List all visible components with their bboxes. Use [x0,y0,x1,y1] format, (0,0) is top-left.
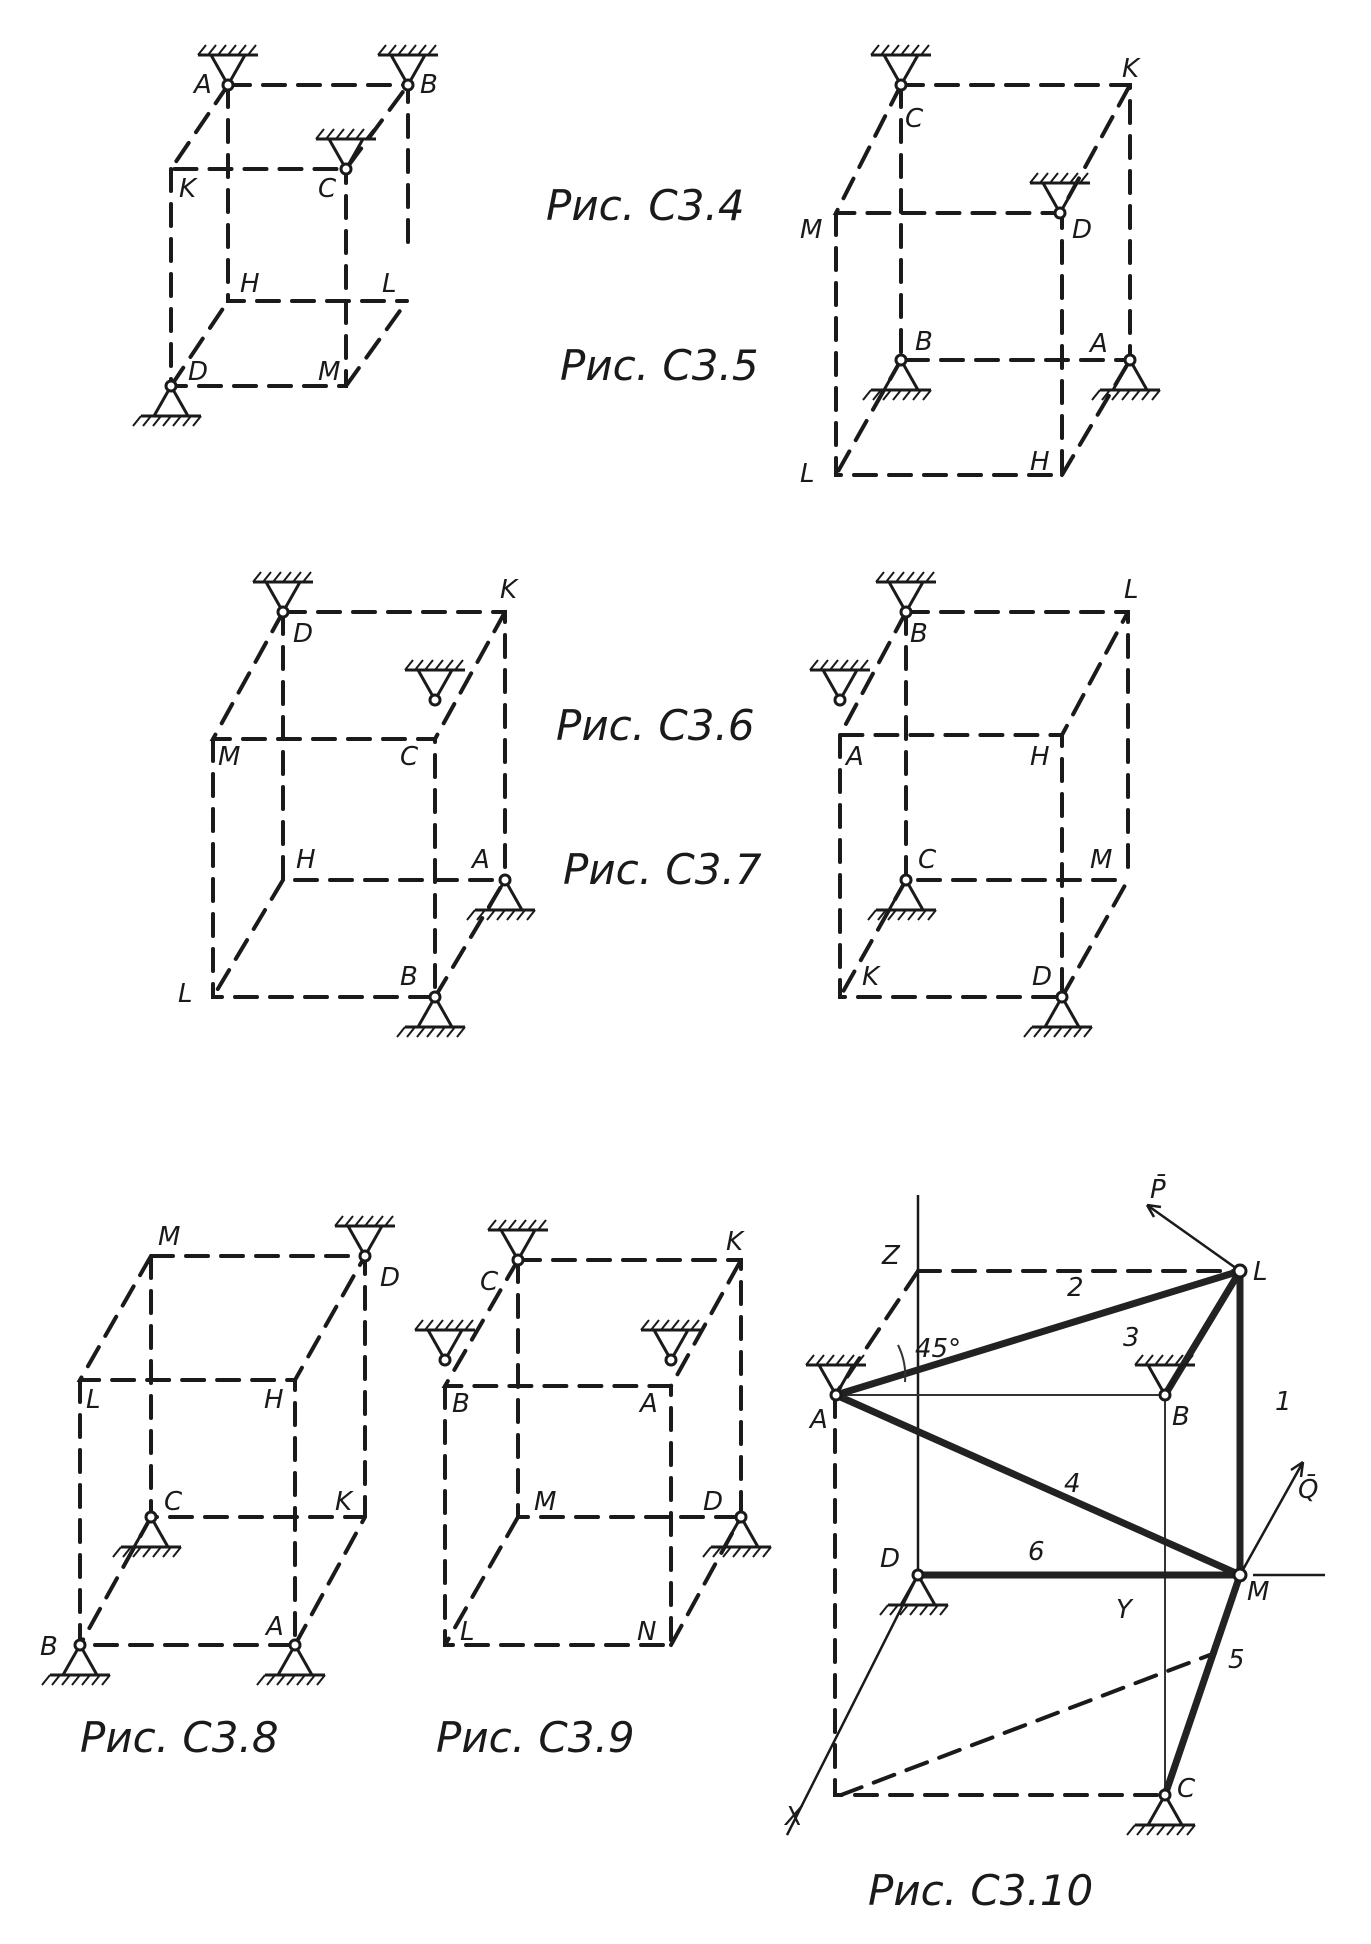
label-fig38-L: L [86,1385,101,1415]
label-fig35-D: D [1072,215,1092,245]
label-fig34-H: H [240,269,260,299]
caption-c3-6: Рис. С3.6 [556,701,755,750]
figure-c3-5: K C M D B A L H [800,43,1162,489]
label-fig35-M: M [800,215,822,245]
label-fig39-K: K [726,1227,745,1257]
rod-label-3: 3 [1123,1323,1140,1353]
rod-label-4: 4 [1064,1469,1081,1499]
label-fig39-N: N [637,1617,656,1647]
label-fig310-X: X [783,1802,804,1832]
label-fig38-C: C [164,1487,183,1517]
label-fig310-B: B [1172,1402,1190,1432]
label-fig35-L: L [800,459,815,489]
label-fig37-K: K [862,962,881,992]
label-fig36-B: B [400,962,418,992]
label-fig310-Y: Y [1116,1595,1134,1625]
x-axis [785,1574,920,1836]
label-fig35-K: K [1122,54,1141,84]
label-fig34-C: C [318,174,337,204]
rod-label-5: 5 [1228,1645,1245,1675]
label-fig39-L: L [460,1617,475,1647]
rod-label-2: 2 [1067,1273,1084,1303]
label-fig38-D: D [380,1263,400,1293]
label-fig36-L: L [178,979,193,1009]
figure-c3-10: P̄ Z L A B 45° Q̄ D M C X Y 2 3 1 4 6 5 [783,1173,1325,1837]
label-fig37-H: H [1030,742,1050,772]
label-fig36-D: D [293,619,313,649]
label-fig310-M: M [1247,1577,1269,1607]
figure-c3-4: A B K C H L D M [131,43,440,428]
label-fig310-Q: Q̄ [1298,1473,1318,1505]
label-fig34-K: K [179,174,198,204]
label-fig35-B: B [915,327,933,357]
label-fig39-A: A [638,1389,658,1419]
label-fig38-K: K [335,1487,354,1517]
label-fig37-L: L [1124,575,1139,605]
force-p-arrow [1146,1203,1241,1273]
label-fig38-B: B [40,1632,58,1662]
label-fig34-D: D [188,357,208,387]
rod-5 [1161,1573,1244,1797]
label-fig34-M: M [318,357,340,387]
figure-c3-6: D K M C H A L B [178,570,537,1039]
caption-c3-8: Рис. С3.8 [80,1713,279,1762]
label-fig310-P: P̄ [1150,1173,1166,1205]
rod-4 [834,1391,1242,1579]
label-fig36-C: C [400,742,419,772]
label-fig39-B: B [452,1389,470,1419]
label-fig310-C: C [1177,1774,1196,1804]
label-fig310-A: A [808,1405,828,1435]
label-fig310-D: D [880,1544,900,1574]
rod-label-1: 1 [1275,1387,1292,1417]
label-fig310-angle: 45° [915,1334,961,1364]
label-fig35-C: C [905,104,924,134]
label-fig38-H: H [264,1385,284,1415]
label-fig36-M: M [218,742,240,772]
label-fig35-A: A [1088,329,1108,359]
label-fig34-A: A [192,70,212,100]
rod-2 [834,1267,1242,1399]
rod-label-6: 6 [1028,1537,1045,1567]
label-fig310-Z: Z [881,1241,901,1271]
label-fig37-M: M [1090,845,1112,875]
label-fig39-C: C [480,1267,499,1297]
caption-c3-9: Рис. С3.9 [436,1713,635,1762]
label-fig34-L: L [382,269,397,299]
caption-c3-7: Рис. С3.7 [563,845,762,894]
label-fig34-B: B [420,70,438,100]
label-fig37-A: A [844,742,864,772]
figure-c3-9: C K B A M D L N [413,1218,773,1647]
label-fig37-C: C [918,845,937,875]
label-fig39-D: D [703,1487,723,1517]
label-fig38-A: A [264,1612,284,1642]
label-fig310-L: L [1253,1257,1268,1287]
label-fig39-M: M [534,1487,556,1517]
caption-c3-10: Рис. С3.10 [868,1866,1093,1915]
label-fig37-D: D [1032,962,1052,992]
caption-c3-5: Рис. С3.5 [560,341,759,390]
label-fig37-B: B [910,619,928,649]
label-fig36-H: H [296,845,316,875]
label-fig36-A: A [470,845,490,875]
label-fig38-M: M [158,1222,180,1252]
label-fig36-K: K [500,575,519,605]
force-q-arrow [1238,1461,1305,1576]
figure-c3-7: L B A H C M K D [808,570,1139,1039]
caption-c3-4: Рис. С3.4 [546,181,745,230]
figure-c3-8: M D L H C K B A [40,1214,400,1687]
label-fig35-H: H [1030,447,1050,477]
